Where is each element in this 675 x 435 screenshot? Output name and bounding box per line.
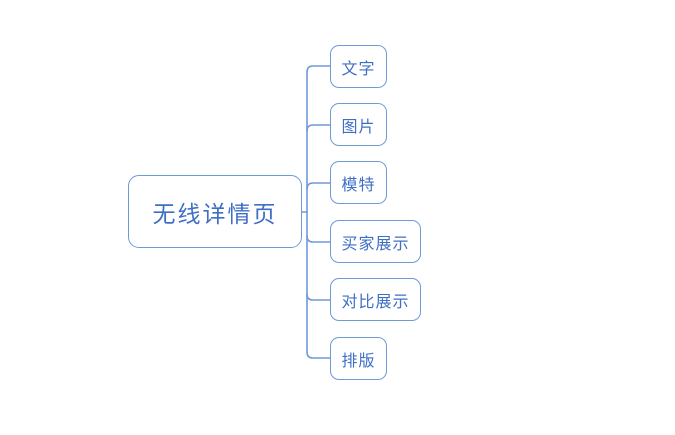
child-node-label: 文字 xyxy=(341,60,376,78)
child-node-label: 排版 xyxy=(341,352,376,370)
child-node-label: 图片 xyxy=(341,118,376,136)
root-node[interactable]: 无线详情页 xyxy=(128,175,302,248)
root-node-label: 无线详情页 xyxy=(152,200,278,227)
child-node-text[interactable]: 文字 xyxy=(330,45,387,88)
child-node-buyer-showcase[interactable]: 买家展示 xyxy=(330,220,421,263)
child-node-label: 买家展示 xyxy=(341,235,410,253)
connector-branch-3 xyxy=(306,235,331,243)
child-node-image[interactable]: 图片 xyxy=(330,103,387,146)
connector-branch-4 xyxy=(306,293,331,301)
connector-branch-5 xyxy=(306,351,331,359)
child-node-layout[interactable]: 排版 xyxy=(330,337,387,380)
child-node-label: 模特 xyxy=(341,176,376,194)
child-node-comparison-showcase[interactable]: 对比展示 xyxy=(330,278,421,321)
connector-branch-0 xyxy=(306,65,331,73)
connector-branch-1 xyxy=(306,124,331,132)
child-node-model[interactable]: 模特 xyxy=(330,161,387,204)
connector-branch-2 xyxy=(306,182,331,190)
child-node-label: 对比展示 xyxy=(341,293,410,311)
